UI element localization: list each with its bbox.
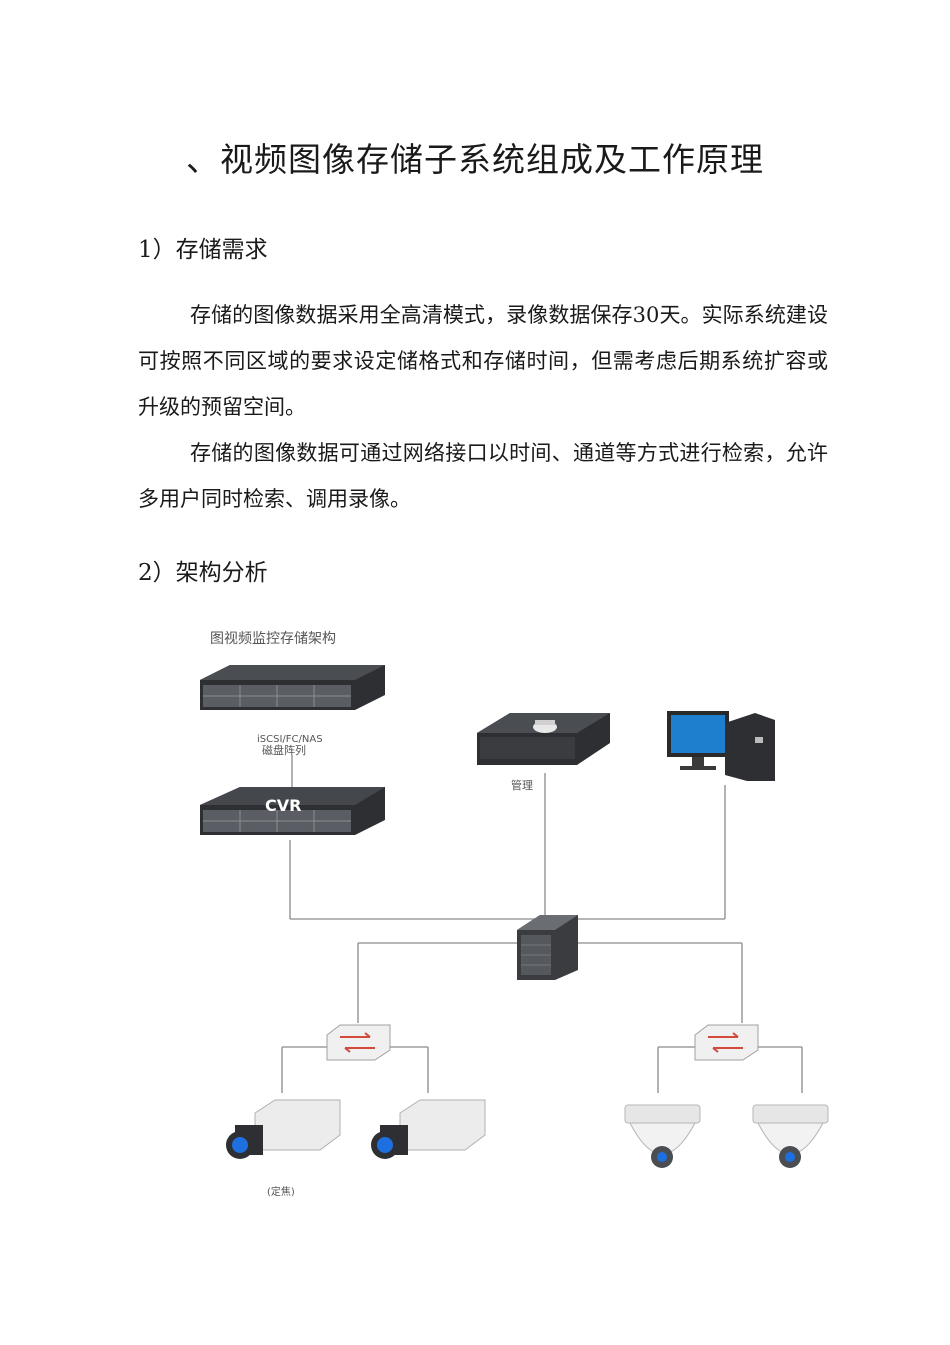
- storage-architecture-diagram: 图视频监控存储架构 iSCSI/FC/NAS 磁盘阵列: [195, 625, 845, 1210]
- access-switch-right-icon: [694, 1024, 759, 1061]
- cvr-label: CVR: [265, 796, 301, 815]
- management-server-label: 管理: [511, 778, 533, 792]
- paragraph: 存储的图像数据采用全高清模式，录像数据保存30天。实际系统建设可按照不同区域的要…: [138, 303, 828, 419]
- dome-camera-right-icon: [752, 1104, 829, 1168]
- box-camera-left-icon: [226, 1099, 341, 1159]
- access-switch-left-icon: [326, 1024, 391, 1061]
- section-heading-storage-requirements: 1）存储需求: [138, 237, 268, 263]
- section-heading-architecture: 2）架构分析: [138, 560, 268, 586]
- core-switch-icon: [517, 915, 578, 980]
- paragraph: 存储的图像数据可通过网络接口以时间、通道等方式进行检索，允许多用户同时检索、调用…: [138, 441, 828, 511]
- camera-label: (定焦): [267, 1185, 295, 1198]
- disk-array-icon: [200, 665, 385, 710]
- client-pc-icon: [667, 711, 775, 781]
- box-camera-right-icon: [371, 1099, 486, 1159]
- management-server-icon: [477, 713, 610, 765]
- dome-camera-left-icon: [624, 1104, 701, 1168]
- disk-array-label: 磁盘阵列: [262, 743, 306, 757]
- disk-array-protocol-label: iSCSI/FC/NAS: [257, 734, 323, 745]
- page-title: 、视频图像存储子系统组成及工作原理: [186, 140, 764, 179]
- diagram-caption: 图视频监控存储架构: [210, 631, 336, 647]
- cvr-storage-icon: [200, 787, 385, 835]
